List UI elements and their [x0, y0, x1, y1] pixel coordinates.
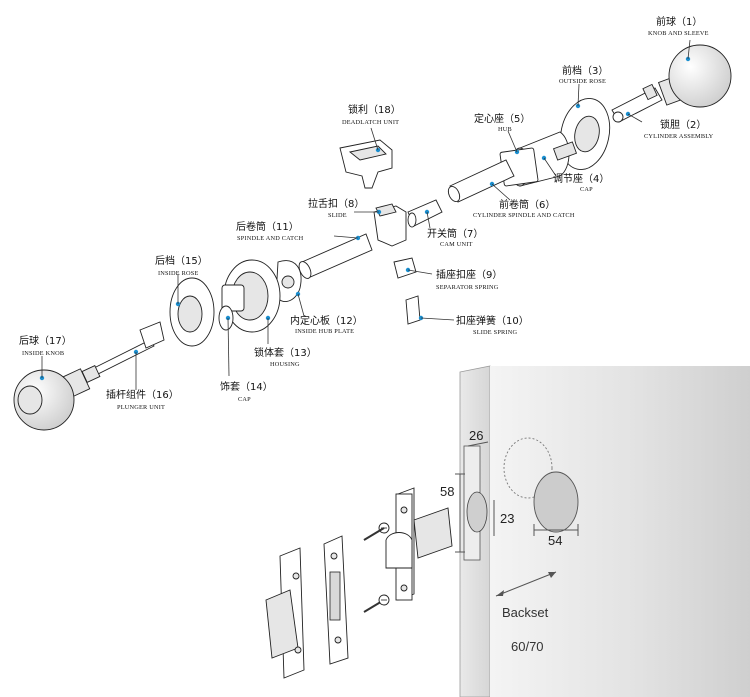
label-p12-en: INSIDE HUB PLATE: [295, 328, 354, 335]
installation-diagram: 26 58 23 54 Backset 60/70: [265, 365, 750, 697]
label-p14-cn: 饰套（14）: [220, 380, 273, 393]
inside-knob: [13, 356, 91, 431]
label-p10-en: SLIDE SPRING: [473, 329, 517, 336]
label-p13-en: HOUSING: [270, 361, 300, 368]
label-p4-cn: 调节座（4）: [553, 172, 609, 185]
label-p5-cn: 定心座（5）: [474, 112, 530, 125]
label-p14-en: CAP: [238, 396, 251, 403]
label-p4-en: CAP: [580, 186, 593, 193]
label-p1-en: KNOB AND SLEEVE: [648, 30, 709, 37]
separator-spring: [393, 257, 433, 279]
strike-plate: [323, 535, 349, 665]
spindle-and-catch: [298, 233, 373, 279]
cylinder-spindle: [447, 159, 515, 203]
slide-spring: [405, 295, 455, 325]
label-p9-en: SEPARATOR SPRING: [436, 284, 499, 291]
label-p6-cn: 前卷筒（6）: [499, 198, 555, 211]
label-p7-cn: 开关筒（7）: [427, 227, 483, 240]
plunger-unit: [81, 321, 165, 390]
screws: [363, 522, 390, 613]
part-labels: 前球（1） KNOB AND SLEEVE 锁胆（2） CYLINDER ASS…: [19, 15, 714, 411]
inside-hub-plate: [275, 260, 305, 317]
label-p13-cn: 锁体套（13）: [254, 346, 317, 359]
edge-bore: [466, 491, 488, 533]
label-p8-cn: 拉舌扣（8）: [308, 197, 364, 210]
cam-unit: [407, 199, 443, 229]
label-p2-cn: 锁胆（2）: [660, 118, 706, 131]
latch-unit: [385, 487, 453, 601]
label-p11-cn: 后卷筒（11）: [236, 220, 299, 233]
dim-23: 23: [500, 511, 514, 526]
dim-54: 54: [548, 533, 562, 548]
label-p10-cn: 扣座弹簧（10）: [456, 314, 529, 327]
label-p12-cn: 内定心板（12）: [290, 314, 363, 327]
label-p7-en: CAM UNIT: [440, 241, 473, 248]
label-p17-en: INSIDE KNOB: [22, 350, 64, 357]
strike-box: [265, 547, 305, 679]
label-p3-en: OUTSIDE ROSE: [559, 78, 606, 85]
label-p15-cn: 后档（15）: [155, 254, 208, 267]
label-p1-cn: 前球（1）: [656, 15, 702, 28]
label-p9-cn: 插座扣座（9）: [436, 268, 502, 281]
label-p18-cn: 锁利（18）: [348, 103, 401, 116]
label-p3-cn: 前档（3）: [562, 64, 608, 77]
housing: [221, 259, 281, 344]
inside-rose: [169, 274, 215, 347]
dim-58: 58: [440, 484, 454, 499]
front-knob: [657, 39, 732, 108]
backset-value: 60/70: [511, 639, 544, 654]
face-bore-hole: [533, 471, 579, 533]
bore-template-circle: [503, 437, 553, 499]
label-p15-en: INSIDE ROSE: [158, 270, 199, 277]
exploded-assembly: 前球（1） KNOB AND SLEEVE 锁胆（2） CYLINDER ASS…: [13, 15, 732, 431]
label-p16-cn: 插杆组件（16）: [106, 388, 179, 401]
slide: [354, 203, 407, 247]
inner-cap: [218, 305, 234, 377]
label-p6-en: CYLINDER SPINDLE AND CATCH: [473, 212, 575, 219]
label-p18-en: DEADLATCH UNIT: [342, 119, 399, 126]
door-face: [490, 366, 750, 697]
label-p2-en: CYLINDER ASSEMBLY: [644, 133, 714, 140]
dim-26: 26: [469, 428, 483, 443]
backset-label: Backset: [502, 605, 549, 620]
label-p5-en: HUB: [498, 126, 512, 133]
cylinder-assembly: [611, 83, 663, 123]
label-p16-en: PLUNGER UNIT: [117, 404, 165, 411]
deadlatch-unit: [339, 127, 393, 189]
label-p17-cn: 后球（17）: [19, 334, 72, 347]
label-p8-en: SLIDE: [328, 212, 347, 219]
label-p11-en: SPINDLE AND CATCH: [237, 235, 304, 242]
